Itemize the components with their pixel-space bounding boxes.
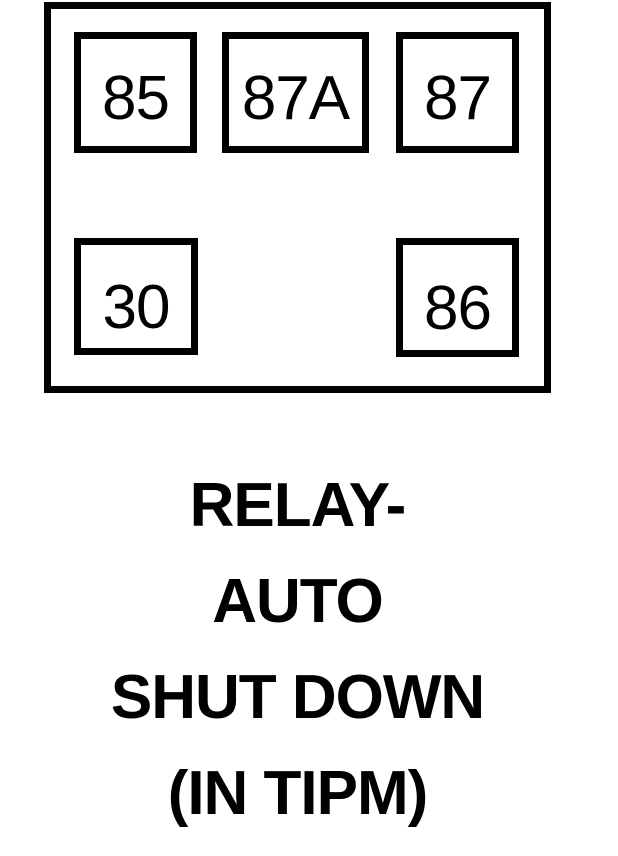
pin-box-85: 85 [74, 32, 197, 153]
caption-line-relay: RELAY- [189, 471, 407, 540]
caption-line-auto: AUTO [212, 567, 384, 636]
pin-label-87: 87 [424, 63, 492, 133]
pin-label-85: 85 [102, 63, 170, 133]
relay-outline-box: 85 87A 87 30 86 [44, 2, 551, 393]
pin-label-87a: 87A [241, 63, 350, 133]
pin-box-30: 30 [74, 238, 198, 355]
relay-caption: RELAY- AUTO SHUT DOWN (IN TIPM) [44, 458, 551, 842]
pin-box-87: 87 [396, 32, 519, 153]
caption-line-shut-down: SHUT DOWN [110, 663, 485, 732]
pin-box-86: 86 [396, 238, 519, 357]
pin-box-87a: 87A [222, 32, 369, 153]
caption-line-in-tipm: (IN TIPM) [167, 759, 429, 828]
pin-label-30: 30 [102, 272, 171, 342]
pin-label-86: 86 [424, 273, 492, 343]
